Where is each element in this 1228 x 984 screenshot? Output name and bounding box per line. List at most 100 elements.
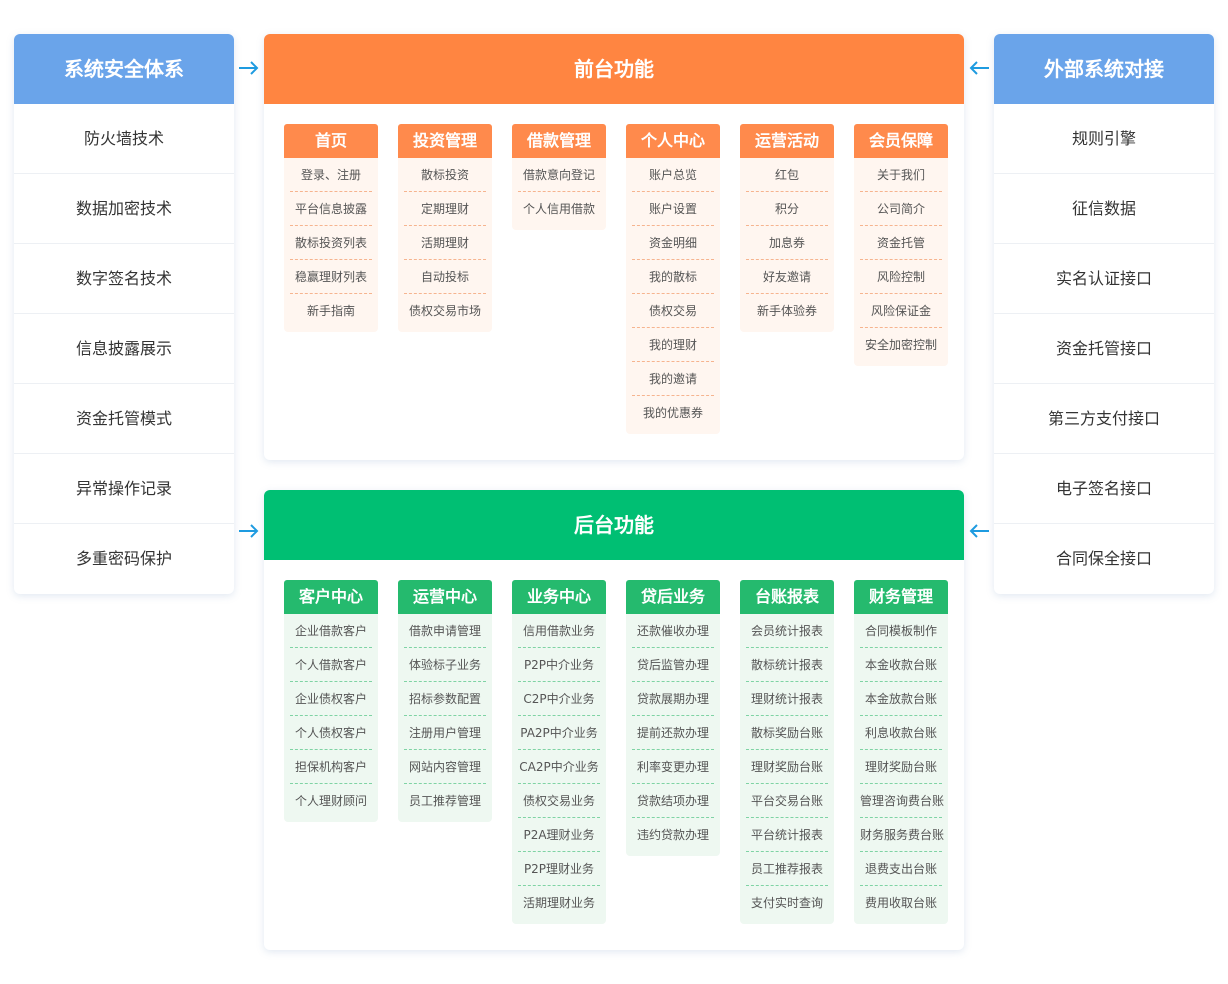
back-module-column: 贷后业务还款催收办理贷后监管办理贷款展期办理提前还款办理利率变更办理贷款结项办理… bbox=[626, 580, 720, 924]
back-module-item: 活期理财业务 bbox=[522, 896, 595, 910]
front-module-title: 首页 bbox=[284, 124, 378, 158]
back-module-item: 企业借款客户 bbox=[290, 614, 372, 648]
back-module-item: 散标统计报表 bbox=[746, 648, 828, 682]
back-functions-columns: 客户中心企业借款客户个人借款客户企业债权客户个人债权客户担保机构客户个人理财顾问… bbox=[284, 580, 948, 924]
front-module-item: 新手体验券 bbox=[756, 304, 817, 318]
back-module-item: CA2P中介业务 bbox=[518, 750, 600, 784]
back-module-item: 平台交易台账 bbox=[746, 784, 828, 818]
back-module-item: 提前还款办理 bbox=[632, 716, 714, 750]
back-module-item: 员工推荐管理 bbox=[408, 794, 481, 808]
external-system-list: 规则引擎征信数据实名认证接口资金托管接口第三方支付接口电子签名接口合同保全接口 bbox=[994, 104, 1214, 594]
front-module-item: 登录、注册 bbox=[290, 158, 372, 192]
external-item: 实名认证接口 bbox=[994, 244, 1214, 314]
front-module-item: 好友邀请 bbox=[746, 260, 828, 294]
front-module-item: 散标投资列表 bbox=[290, 226, 372, 260]
back-module-item: 合同模板制作 bbox=[860, 614, 942, 648]
external-item: 电子签名接口 bbox=[994, 454, 1214, 524]
back-module-item: 借款申请管理 bbox=[404, 614, 486, 648]
front-functions-title: 前台功能 bbox=[264, 34, 964, 104]
front-module-item: 账户总览 bbox=[632, 158, 714, 192]
back-module-item: 贷款展期办理 bbox=[632, 682, 714, 716]
back-module-item: 贷款结项办理 bbox=[632, 784, 714, 818]
front-module-item: 平台信息披露 bbox=[290, 192, 372, 226]
front-module-column: 首页登录、注册平台信息披露散标投资列表稳赢理财列表新手指南 bbox=[284, 124, 378, 434]
back-module-item: 利息收款台账 bbox=[860, 716, 942, 750]
front-module-item: 资金明细 bbox=[632, 226, 714, 260]
back-module-item: 会员统计报表 bbox=[746, 614, 828, 648]
back-module-items: 企业借款客户个人借款客户企业债权客户个人债权客户担保机构客户个人理财顾问 bbox=[284, 614, 378, 822]
back-module-item: 信用借款业务 bbox=[518, 614, 600, 648]
security-item: 多重密码保护 bbox=[75, 549, 172, 568]
back-module-item: 体验标子业务 bbox=[404, 648, 486, 682]
front-module-item: 稳赢理财列表 bbox=[290, 260, 372, 294]
front-module-column: 运营活动红包积分加息券好友邀请新手体验券 bbox=[740, 124, 834, 434]
front-module-title: 借款管理 bbox=[512, 124, 606, 158]
back-module-item: C2P中介业务 bbox=[518, 682, 600, 716]
security-system-list: 防火墙技术数据加密技术数字签名技术信息披露展示资金托管模式异常操作记录多重密码保… bbox=[14, 104, 234, 594]
front-module-title: 运营活动 bbox=[740, 124, 834, 158]
arrow-left-icon bbox=[969, 524, 989, 538]
front-module-item: 借款意向登记 bbox=[518, 158, 600, 192]
back-module-item: 费用收取台账 bbox=[864, 896, 937, 910]
front-module-item: 新手指南 bbox=[306, 304, 355, 318]
back-module-title: 贷后业务 bbox=[626, 580, 720, 614]
front-module-title: 投资管理 bbox=[398, 124, 492, 158]
back-module-item: 平台统计报表 bbox=[746, 818, 828, 852]
back-module-title: 业务中心 bbox=[512, 580, 606, 614]
front-module-title: 会员保障 bbox=[854, 124, 948, 158]
security-system-panel: 系统安全体系 防火墙技术数据加密技术数字签名技术信息披露展示资金托管模式异常操作… bbox=[14, 34, 234, 594]
front-module-item: 自动投标 bbox=[404, 260, 486, 294]
front-module-item: 债权交易市场 bbox=[408, 304, 481, 318]
security-system-title: 系统安全体系 bbox=[14, 34, 234, 104]
back-module-item: 理财奖励台账 bbox=[860, 750, 942, 784]
back-module-items: 借款申请管理体验标子业务招标参数配置注册用户管理网站内容管理员工推荐管理 bbox=[398, 614, 492, 822]
back-module-item: 网站内容管理 bbox=[404, 750, 486, 784]
security-item: 数字签名技术 bbox=[14, 244, 234, 314]
back-module-item: 个人理财顾问 bbox=[294, 794, 367, 808]
front-module-item: 我的邀请 bbox=[632, 362, 714, 396]
back-module-item: P2P中介业务 bbox=[518, 648, 600, 682]
front-module-items: 账户总览账户设置资金明细我的散标债权交易我的理财我的邀请我的优惠券 bbox=[626, 158, 720, 434]
front-module-items: 关于我们公司简介资金托管风险控制风险保证金安全加密控制 bbox=[854, 158, 948, 366]
back-module-item: 支付实时查询 bbox=[750, 896, 823, 910]
back-module-column: 财务管理合同模板制作本金收款台账本金放款台账利息收款台账理财奖励台账管理咨询费台… bbox=[854, 580, 948, 924]
front-module-item: 红包 bbox=[746, 158, 828, 192]
front-module-item: 我的理财 bbox=[632, 328, 714, 362]
back-functions-title: 后台功能 bbox=[264, 490, 964, 560]
front-module-item: 关于我们 bbox=[860, 158, 942, 192]
back-module-item: 理财奖励台账 bbox=[746, 750, 828, 784]
back-module-item: 个人借款客户 bbox=[290, 648, 372, 682]
security-item: 防火墙技术 bbox=[14, 104, 234, 174]
front-module-item: 风险控制 bbox=[860, 260, 942, 294]
back-module-item: 企业债权客户 bbox=[290, 682, 372, 716]
back-module-item: 贷后监管办理 bbox=[632, 648, 714, 682]
front-module-item: 活期理财 bbox=[404, 226, 486, 260]
back-module-item: P2P理财业务 bbox=[518, 852, 600, 886]
front-module-item: 资金托管 bbox=[860, 226, 942, 260]
front-module-item: 积分 bbox=[746, 192, 828, 226]
external-item: 资金托管接口 bbox=[994, 314, 1214, 384]
back-module-item: PA2P中介业务 bbox=[518, 716, 600, 750]
back-module-item: 债权交易业务 bbox=[518, 784, 600, 818]
front-module-column: 个人中心账户总览账户设置资金明细我的散标债权交易我的理财我的邀请我的优惠券 bbox=[626, 124, 720, 434]
back-module-item: 员工推荐报表 bbox=[746, 852, 828, 886]
external-item: 第三方支付接口 bbox=[994, 384, 1214, 454]
external-item: 规则引擎 bbox=[994, 104, 1214, 174]
back-module-column: 运营中心借款申请管理体验标子业务招标参数配置注册用户管理网站内容管理员工推荐管理 bbox=[398, 580, 492, 924]
front-module-column: 借款管理借款意向登记个人信用借款 bbox=[512, 124, 606, 434]
front-module-item: 个人信用借款 bbox=[522, 202, 595, 216]
front-functions-columns: 首页登录、注册平台信息披露散标投资列表稳赢理财列表新手指南投资管理散标投资定期理… bbox=[284, 124, 948, 434]
back-module-title: 台账报表 bbox=[740, 580, 834, 614]
front-module-item: 公司简介 bbox=[860, 192, 942, 226]
arrow-left-icon bbox=[969, 61, 989, 75]
back-module-title: 客户中心 bbox=[284, 580, 378, 614]
arrow-right-icon bbox=[239, 61, 259, 75]
back-module-items: 合同模板制作本金收款台账本金放款台账利息收款台账理财奖励台账管理咨询费台账财务服… bbox=[854, 614, 948, 924]
back-module-item: 担保机构客户 bbox=[290, 750, 372, 784]
back-module-item: 管理咨询费台账 bbox=[860, 784, 944, 818]
front-module-items: 借款意向登记个人信用借款 bbox=[512, 158, 606, 230]
front-module-title: 个人中心 bbox=[626, 124, 720, 158]
external-system-panel: 外部系统对接 规则引擎征信数据实名认证接口资金托管接口第三方支付接口电子签名接口… bbox=[994, 34, 1214, 594]
front-module-items: 散标投资定期理财活期理财自动投标债权交易市场 bbox=[398, 158, 492, 332]
external-system-title: 外部系统对接 bbox=[994, 34, 1214, 104]
